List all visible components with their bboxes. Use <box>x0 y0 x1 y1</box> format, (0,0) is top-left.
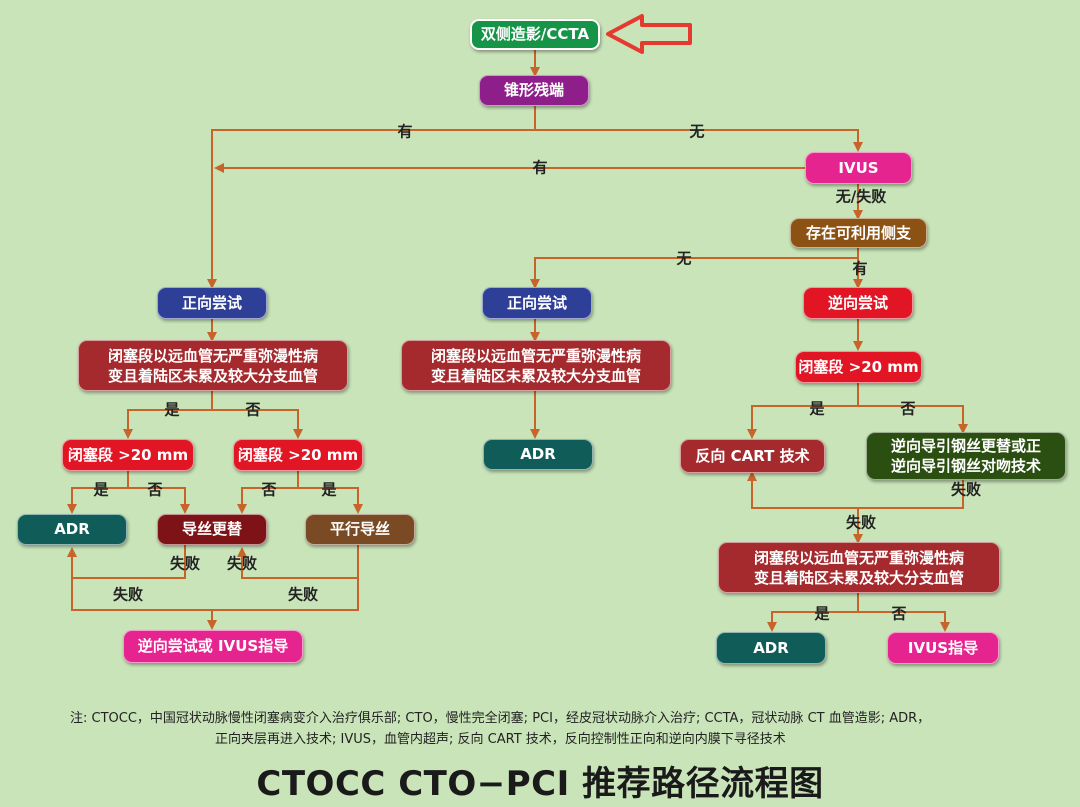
node-adr-right: ADR <box>716 632 826 664</box>
label-len-a-yes: 是 <box>93 480 109 499</box>
node-left-condition: 闭塞段以远血管无严重弥漫性病 变且着陆区未累及较大分支血管 <box>78 340 348 391</box>
label-ivus-yes: 有 <box>532 158 548 177</box>
node-mid-antegrade: 正向尝试 <box>482 287 592 319</box>
node-mid-condition: 闭塞段以远血管无严重弥漫性病 变且着陆区未累及较大分支血管 <box>401 340 671 391</box>
label-ivus-no-fail: 无/失败 <box>835 187 887 206</box>
node-mid-condition-line1: 闭塞段以远血管无严重弥漫性病 <box>430 346 641 365</box>
node-right-condition: 闭塞段以远血管无严重弥漫性病 变且着陆区未累及较大分支血管 <box>718 542 1000 593</box>
footnote-line1: 注: CTOCC，中国冠状动脉慢性闭塞病变介入治疗俱乐部; CTO，慢性完全闭塞… <box>70 711 931 726</box>
label-sb-yes: 有 <box>852 259 868 278</box>
label-right-cond-yes: 是 <box>814 604 830 623</box>
node-retro-wire-technique: 逆向导引钢丝更替或正 逆向导引钢丝对吻技术 <box>866 432 1066 480</box>
node-left-length-a: 闭塞段 >20 mm <box>62 439 194 471</box>
node-mid-condition-line2: 变且着陆区未累及较大分支血管 <box>430 366 641 385</box>
label-parallel-fail: 失败 <box>226 554 258 573</box>
node-ivus: IVUS <box>805 152 912 184</box>
highlight-arrow-icon <box>606 14 692 54</box>
node-adr-left: ADR <box>17 514 127 545</box>
node-left-length-b: 闭塞段 >20 mm <box>233 439 363 471</box>
label-parallel-fail2: 失败 <box>287 585 319 604</box>
label-len-b-yes: 是 <box>321 480 337 499</box>
footnote: 注: CTOCC，中国冠状动脉慢性闭塞病变介入治疗俱乐部; CTO，慢性完全闭塞… <box>70 708 1030 750</box>
node-ivus-guide: IVUS指导 <box>887 632 999 664</box>
node-adr-mid: ADR <box>483 439 593 470</box>
node-tapered-stump: 锥形残端 <box>479 75 589 106</box>
label-len-b-no: 否 <box>261 480 277 499</box>
label-wire-swap-fail: 失败 <box>169 554 201 573</box>
label-left-cond-yes: 是 <box>164 400 180 419</box>
label-sb-no: 无 <box>676 249 692 268</box>
node-angiography-ccta: 双侧造影/CCTA <box>470 19 600 50</box>
node-reverse-cart: 反向 CART 技术 <box>680 439 825 473</box>
label-stump-no: 无 <box>689 122 705 141</box>
diagram-title: CTOCC CTO−PCI 推荐路径流程图 <box>256 764 824 804</box>
node-right-length: 闭塞段 >20 mm <box>795 351 922 383</box>
node-retro-wire-line1: 逆向导引钢丝更替或正 <box>890 437 1041 455</box>
footnote-line2: 正向夹层再进入技术; IVUS，血管内超声; 反向 CART 技术，反向控制性正… <box>215 732 786 747</box>
label-left-cond-no: 否 <box>245 400 261 419</box>
node-wire-swap: 导丝更替 <box>157 514 267 545</box>
node-right-condition-line2: 变且着陆区未累及较大分支血管 <box>753 568 964 587</box>
node-retrograde: 逆向尝试 <box>803 287 913 319</box>
label-retro-wire-fail: 失败 <box>950 480 982 499</box>
label-right-fail: 失败 <box>845 513 877 532</box>
label-adr-left-fail: 失败 <box>112 585 144 604</box>
node-retro-wire-line2: 逆向导引钢丝对吻技术 <box>890 457 1041 475</box>
label-right-cond-no: 否 <box>891 604 907 623</box>
node-side-branch: 存在可利用侧支 <box>790 218 927 248</box>
node-right-condition-line1: 闭塞段以远血管无严重弥漫性病 <box>753 548 964 567</box>
node-left-antegrade: 正向尝试 <box>157 287 267 319</box>
label-right-len-no: 否 <box>900 399 916 418</box>
label-stump-yes: 有 <box>397 122 413 141</box>
node-parallel-wire: 平行导丝 <box>305 514 415 545</box>
node-retro-or-ivus: 逆向尝试或 IVUS指导 <box>123 630 303 663</box>
node-left-condition-line2: 变且着陆区未累及较大分支血管 <box>107 366 318 385</box>
label-len-a-no: 否 <box>147 480 163 499</box>
label-right-len-yes: 是 <box>809 399 825 418</box>
node-left-condition-line1: 闭塞段以远血管无严重弥漫性病 <box>107 346 318 365</box>
